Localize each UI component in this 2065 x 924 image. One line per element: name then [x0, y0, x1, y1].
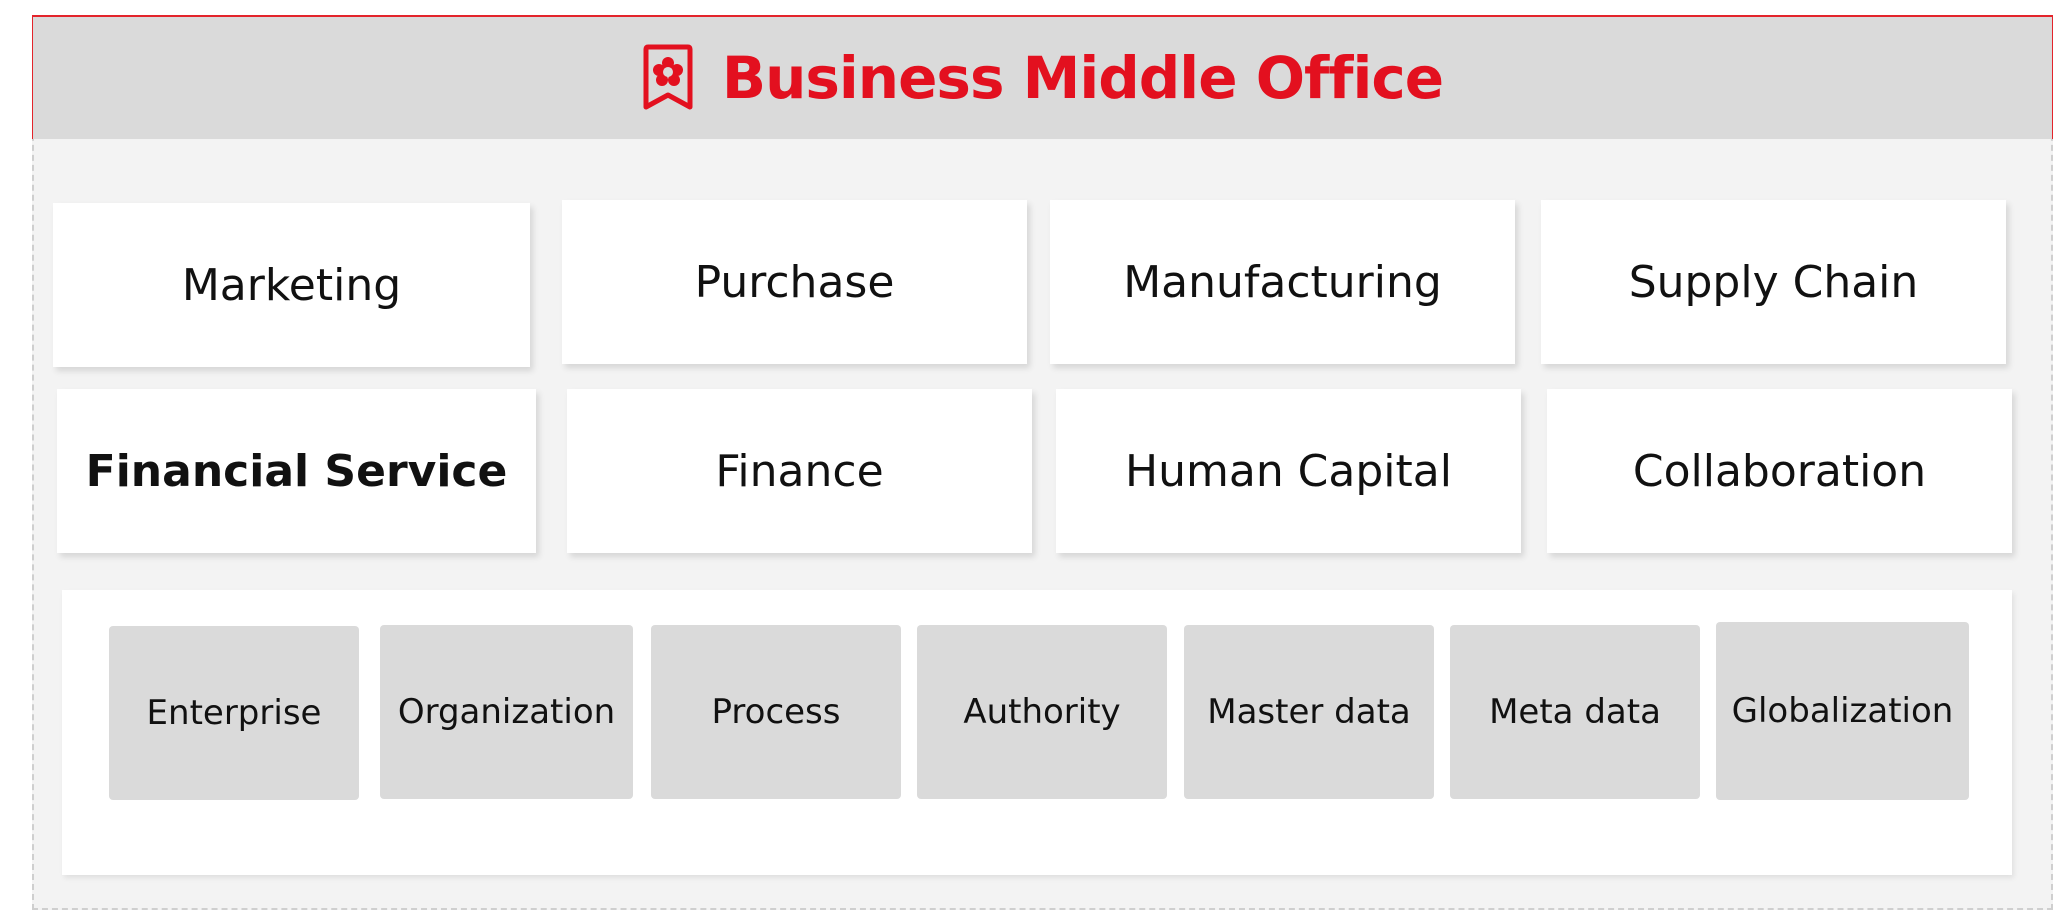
module-card-manufacturing: Manufacturing — [1050, 200, 1515, 364]
tile-label: Process — [711, 692, 841, 732]
module-label: Finance — [715, 445, 884, 497]
module-card-marketing: Marketing — [53, 203, 530, 367]
page-title: Business Middle Office — [721, 44, 1444, 112]
module-card-supply-chain: Supply Chain — [1541, 200, 2006, 364]
module-card-collaboration: Collaboration — [1547, 389, 2012, 553]
foundation-tile-enterprise: Enterprise — [109, 626, 359, 800]
foundation-tile-organization: Organization — [380, 625, 633, 799]
tile-label: Meta data — [1489, 692, 1661, 732]
module-card-financial-service: Financial Service — [57, 389, 536, 553]
module-label: Marketing — [181, 259, 402, 311]
bookmark-flower-icon — [643, 44, 693, 110]
module-label: Financial Service — [85, 445, 508, 497]
foundation-tile-process: Process — [651, 625, 901, 799]
tile-label: Master data — [1207, 692, 1411, 732]
module-label: Supply Chain — [1628, 256, 1919, 308]
foundation-tile-master-data: Master data — [1184, 625, 1434, 799]
foundation-tile-globalization: Globalization — [1716, 622, 1969, 800]
module-card-human-capital: Human Capital — [1056, 389, 1521, 553]
foundation-tile-authority: Authority — [917, 625, 1167, 799]
tile-label: Globalization — [1731, 691, 1954, 731]
module-card-purchase: Purchase — [562, 200, 1027, 364]
tile-label: Organization — [397, 692, 616, 732]
tile-label: Authority — [963, 692, 1121, 732]
tile-label: Enterprise — [146, 693, 322, 733]
module-label: Collaboration — [1632, 445, 1927, 497]
module-label: Purchase — [694, 256, 895, 308]
module-label: Human Capital — [1125, 445, 1452, 497]
module-label: Manufacturing — [1123, 256, 1442, 308]
header-bar: Business Middle Office — [32, 15, 2053, 139]
foundation-tile-meta-data: Meta data — [1450, 625, 1700, 799]
module-card-finance: Finance — [567, 389, 1032, 553]
